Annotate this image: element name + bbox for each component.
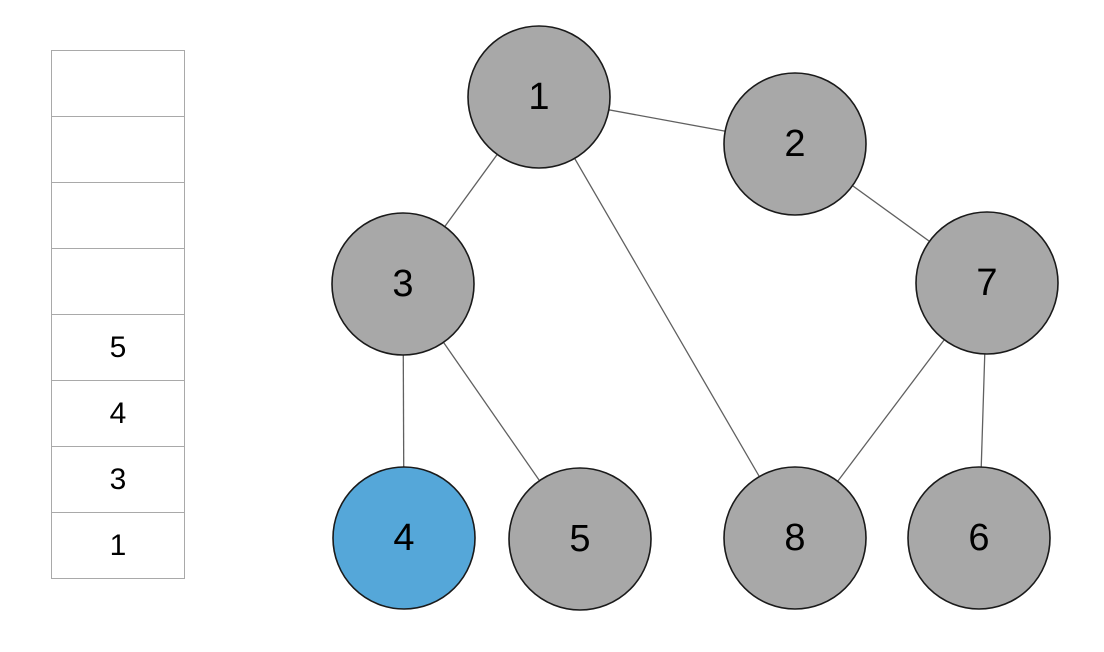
graph-node-4[interactable]: 4 [332,466,476,610]
graph-node-circle[interactable] [508,467,652,611]
graph-node-circle[interactable] [723,72,867,216]
stack-cell-2 [51,116,185,183]
stack-cell-4 [51,248,185,315]
graph-node-circle[interactable] [467,25,611,169]
graph-node-1[interactable]: 1 [467,25,611,169]
graph-node-circle[interactable] [907,466,1051,610]
graph-node-2[interactable]: 2 [723,72,867,216]
graph-node-3[interactable]: 3 [331,212,475,356]
stack-cell-6: 4 [51,380,185,447]
stack-cell-5: 5 [51,314,185,381]
stack-cell-8: 1 [51,512,185,579]
graph-node-circle[interactable] [331,212,475,356]
graph-node-5[interactable]: 5 [508,467,652,611]
graph-node-8[interactable]: 8 [723,466,867,610]
graph-node-circle-highlighted[interactable] [332,466,476,610]
graph-node-circle[interactable] [915,211,1059,355]
graph-node-6[interactable]: 6 [907,466,1051,610]
graph-node-7[interactable]: 7 [915,211,1059,355]
stack-cell-1 [51,50,185,117]
graph-node-circle[interactable] [723,466,867,610]
graph-edge-1-8 [538,96,796,539]
stack-cell-7: 3 [51,446,185,513]
